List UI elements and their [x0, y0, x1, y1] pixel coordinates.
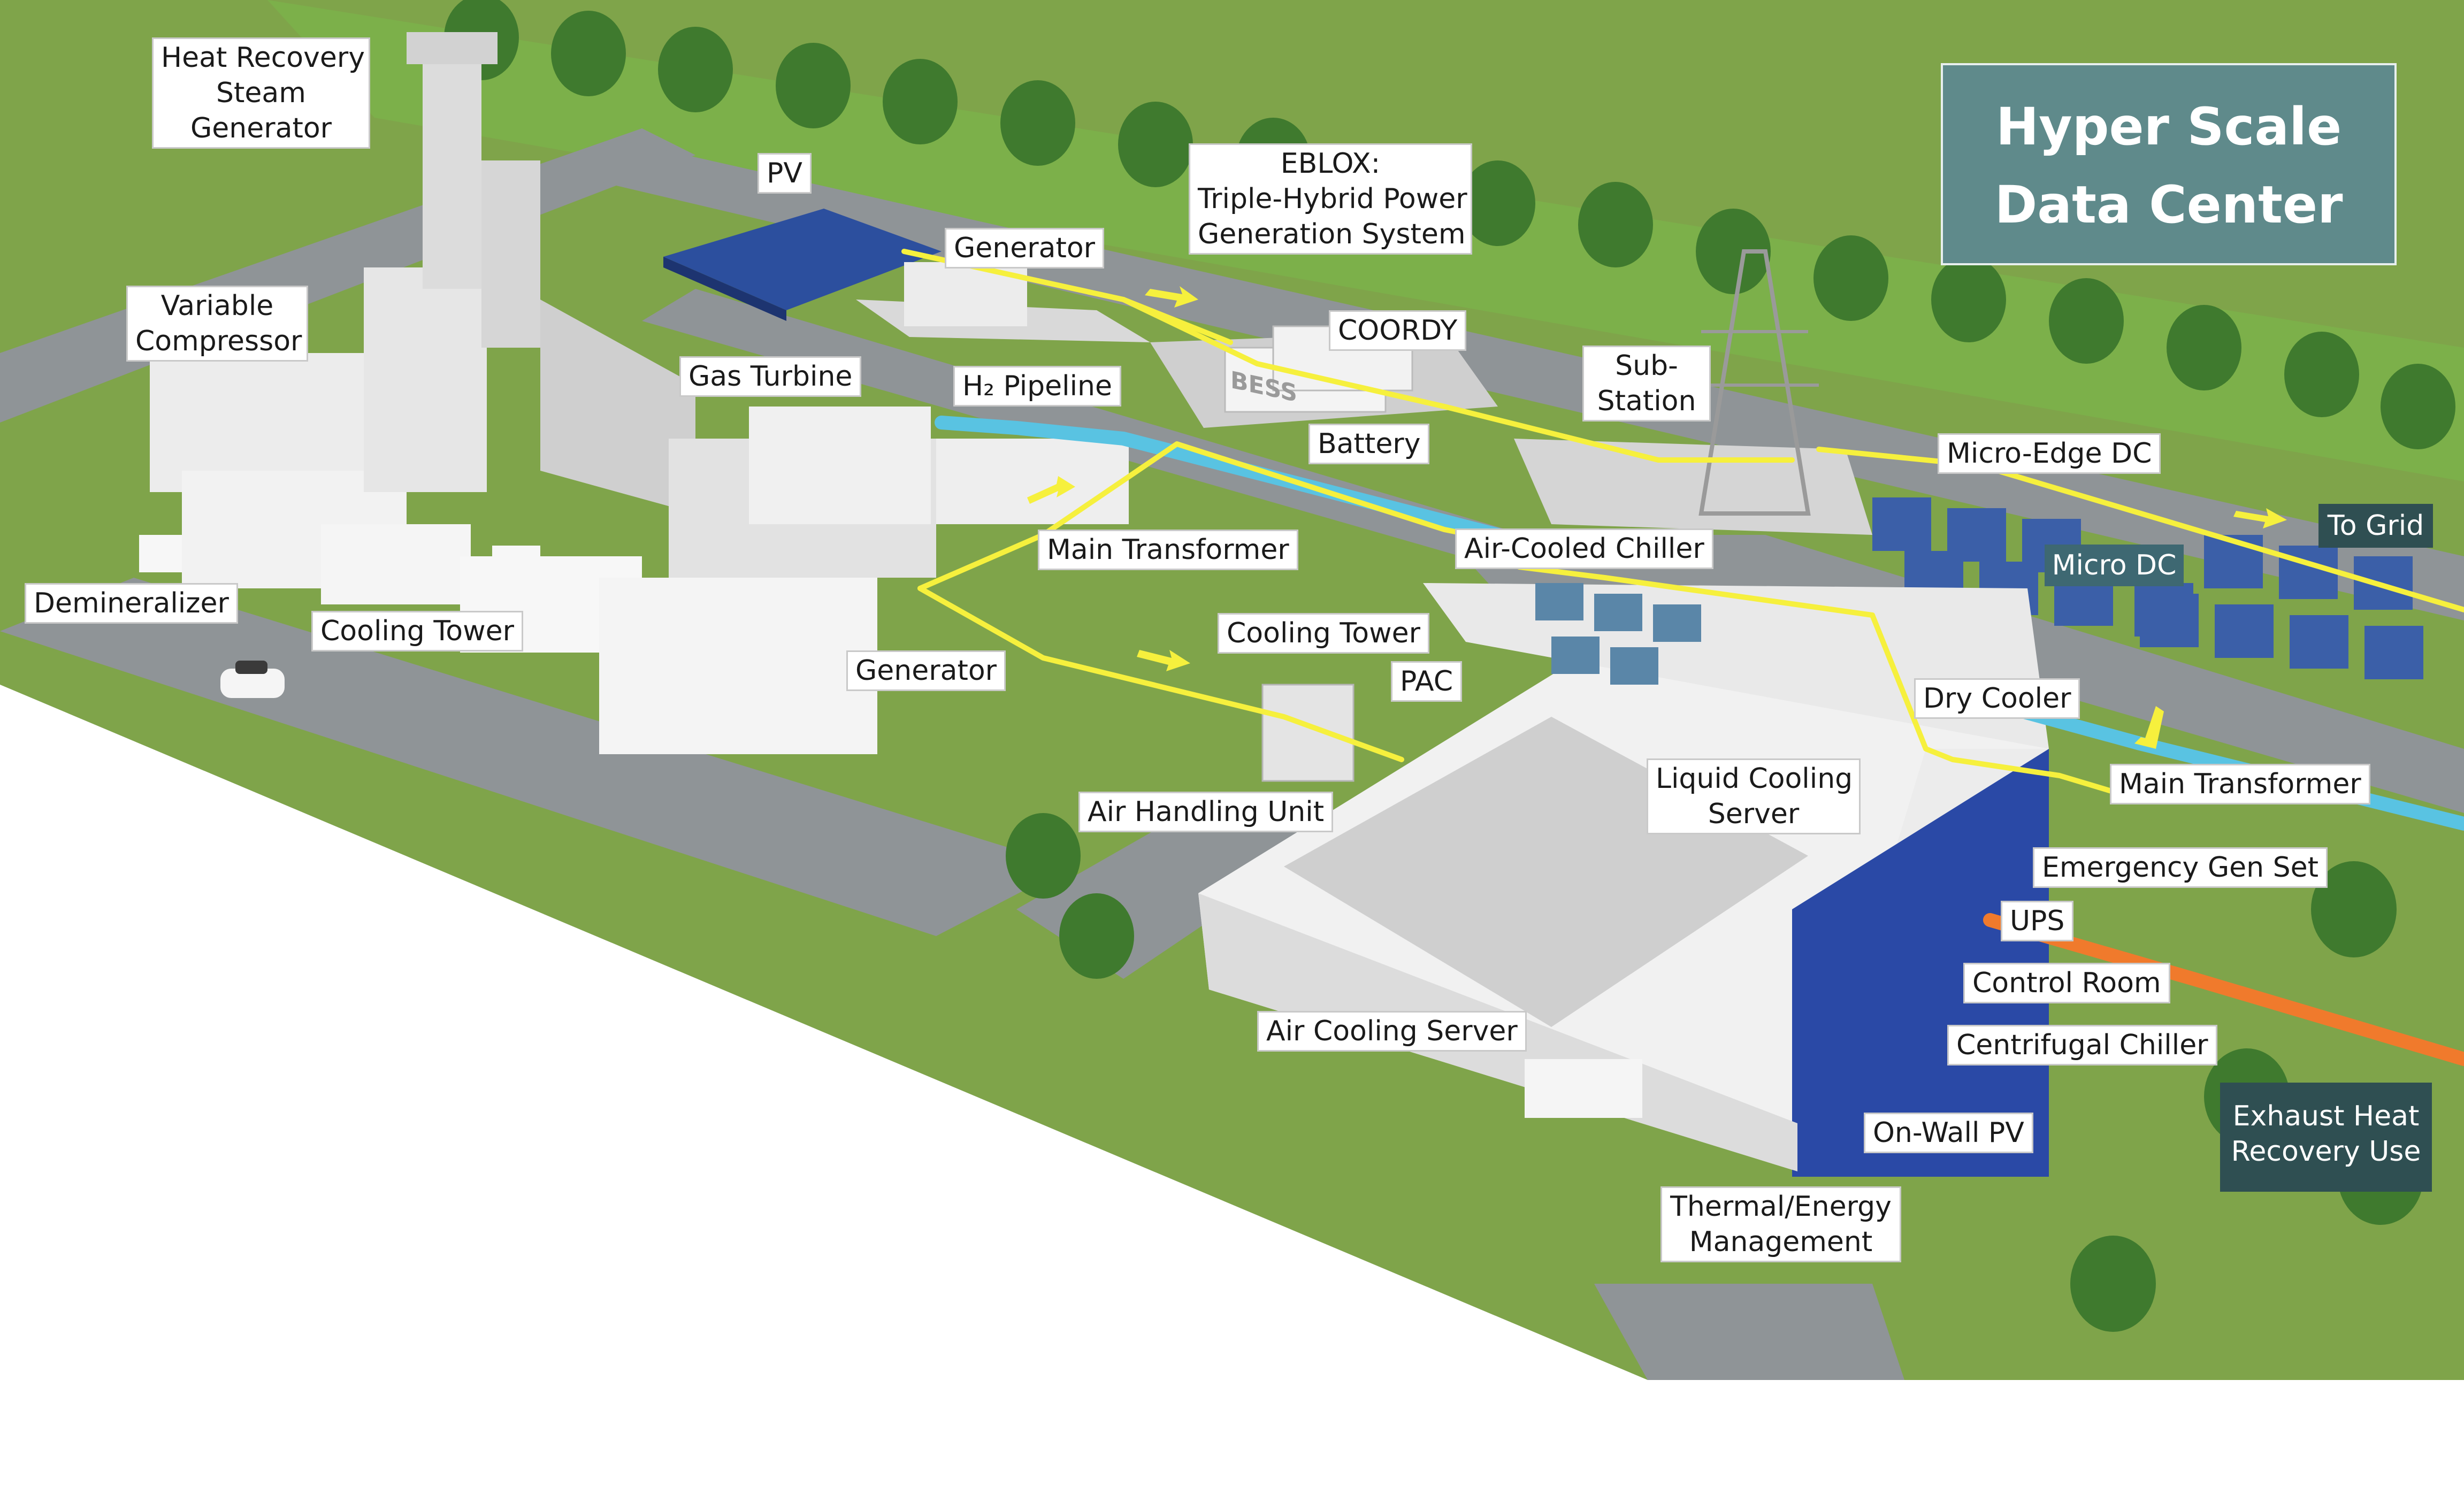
label-liquid-cooling-server: Liquid Cooling Server: [1647, 758, 1861, 834]
label-ups: UPS: [2001, 901, 2074, 941]
foreground-blank: [0, 685, 2464, 1495]
label-air-handling-unit: Air Handling Unit: [1078, 792, 1334, 832]
label-cooling-tower-dc: Cooling Tower: [1218, 613, 1429, 654]
label-on-wall-pv: On-Wall PV: [1864, 1113, 2033, 1153]
title-line-2: Data Center: [1994, 175, 2343, 235]
label-emergency-gen-set: Emergency Gen Set: [2033, 847, 2328, 888]
label-coordy: COORDY: [1329, 310, 1467, 351]
label-line: Server: [1708, 798, 1800, 830]
label-line: Heat Recovery: [161, 42, 365, 74]
label-generator-pv: Generator: [945, 228, 1105, 269]
label-line: Thermal/Energy: [1670, 1191, 1892, 1223]
label-main-transformer-plant: Main Transformer: [1038, 530, 1298, 570]
rooftop-chillers: [1535, 583, 1701, 685]
micro-dc-racks: [1872, 497, 2423, 679]
power-plant: [139, 32, 1129, 754]
label-line: Generator: [190, 112, 332, 144]
label-exhaust-heat-recovery-use: Exhaust Heat Recovery Use: [2220, 1083, 2432, 1192]
label-line: Station: [1597, 385, 1696, 417]
label-air-cooling-server: Air Cooling Server: [1257, 1011, 1527, 1052]
label-variable-compressor: Variable Compressor: [126, 286, 308, 362]
title-line-1: Hyper Scale: [1995, 97, 2342, 157]
label-micro-dc: Micro DC: [2045, 545, 2184, 586]
title-box: Hyper Scale Data Center: [1941, 63, 2397, 265]
car: [220, 661, 285, 698]
label-demineralizer: Demineralizer: [25, 583, 238, 624]
label-line: Steam: [216, 77, 306, 109]
label-line: EBLOX:: [1280, 148, 1381, 180]
label-main-transformer-dc: Main Transformer: [2110, 764, 2370, 804]
label-line: Management: [1689, 1226, 1873, 1258]
label-h2-pipeline: H₂ Pipeline: [953, 366, 1121, 407]
label-line: Recovery Use: [2231, 1136, 2421, 1168]
label-line: Triple-Hybrid Power: [1198, 183, 1467, 215]
label-dry-cooler: Dry Cooler: [1914, 678, 2080, 719]
label-generator-turbine: Generator: [846, 650, 1006, 691]
label-micro-edge-dc: Micro-Edge DC: [1938, 433, 2161, 474]
label-gas-turbine: Gas Turbine: [679, 356, 862, 397]
label-line: Variable: [160, 290, 274, 322]
label-heat-recovery-steam-generator: Heat Recovery Steam Generator: [152, 37, 370, 149]
label-pv: PV: [757, 153, 812, 194]
label-line: Sub-: [1615, 350, 1678, 382]
cooling-tower-dc-unit: [1261, 684, 1355, 782]
pv-array: [663, 209, 942, 321]
label-air-cooled-chiller: Air-Cooled Chiller: [1455, 528, 1713, 569]
label-cooling-tower-plant: Cooling Tower: [311, 611, 523, 651]
label-thermal-energy-management: Thermal/Energy Management: [1660, 1186, 1901, 1262]
label-line: Liquid Cooling: [1656, 763, 1853, 795]
flow-arrows: [1027, 286, 2287, 749]
label-control-room: Control Room: [1963, 963, 2170, 1003]
label-substation: Sub- Station: [1582, 346, 1711, 421]
label-line: Compressor: [135, 325, 302, 357]
label-line: Generation System: [1198, 218, 1466, 250]
label-eblox: EBLOX: Triple-Hybrid Power Generation Sy…: [1189, 143, 1472, 255]
label-line: Exhaust Heat: [2232, 1100, 2420, 1132]
label-pac: PAC: [1391, 661, 1462, 702]
label-battery: Battery: [1308, 424, 1430, 464]
label-centrifugal-chiller: Centrifugal Chiller: [1947, 1025, 2217, 1065]
label-to-grid: To Grid: [2318, 504, 2433, 548]
